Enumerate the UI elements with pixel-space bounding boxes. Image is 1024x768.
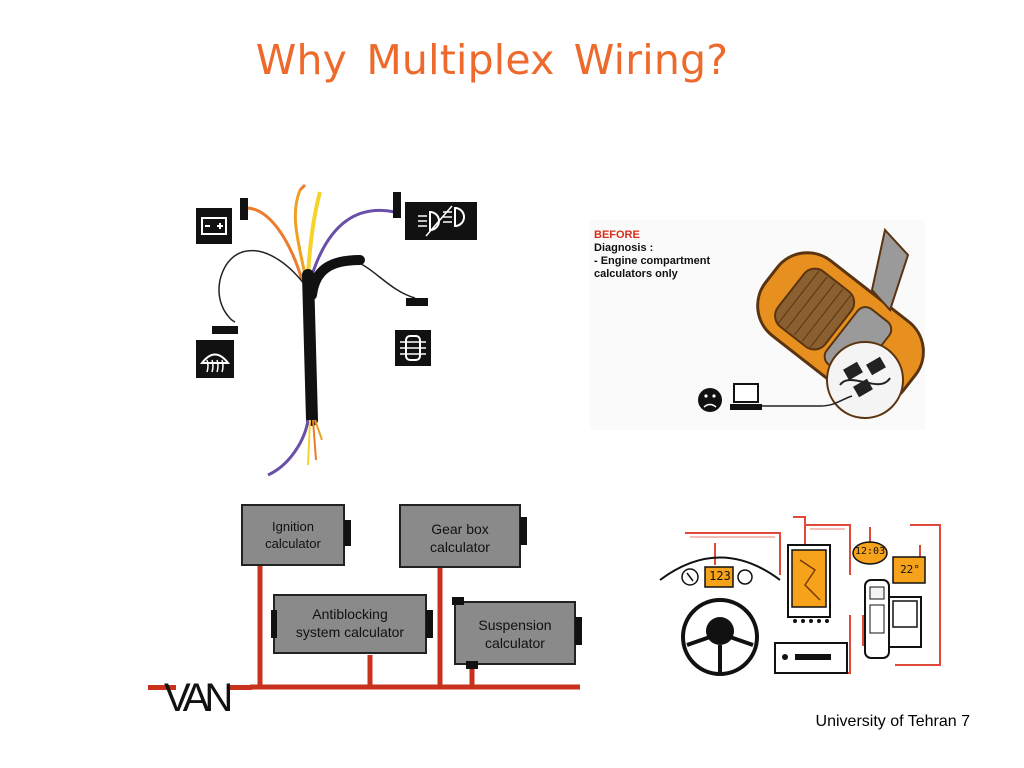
battery-icon [196,208,232,244]
before-heading: BEFORE [594,229,640,241]
page-number: 7 [961,713,970,730]
van-bus-diagram [148,504,582,690]
ignition-calculator-box [241,504,351,566]
footer: University of Tehran 7 [816,713,970,731]
wiring-harness-illustration [196,183,477,477]
before-line-1: Diagnosis : [594,242,654,254]
gearbox-calculator-box [399,504,527,568]
sad-face-icon [698,388,722,412]
suspension-calculator-box [452,597,582,669]
before-line-2: - Engine compartment [594,255,711,267]
phone-icon [864,579,922,659]
before-text-block: BEFORE Diagnosis : - Engine compartment … [594,229,710,281]
rear-defrost-icon [196,340,234,378]
antiblocking-label: Antiblocking system calculator [295,606,405,640]
before-line-3: calculators only [594,268,678,280]
dashboard-illustration [659,516,941,676]
navigation-screen-icon [787,544,831,623]
footer-university: University of Tehran [815,713,957,730]
suspension-label: Suspension calculator [478,617,552,651]
car-door-icon [395,330,431,366]
gearbox-label: Gear box calculator [430,521,490,555]
computer-icon [730,383,762,410]
headlight-icon [405,202,477,240]
car-illustration [698,227,925,419]
antiblocking-calculator-box [271,594,433,654]
temperature-display: 22° [900,563,920,576]
steering-wheel-icon [681,598,759,676]
radio-icon [774,642,848,674]
clock-display: 12:03 [855,546,886,557]
speed-display: 123 [709,569,731,583]
van-bus-label: VAN [164,676,233,720]
ignition-label: Ignition calculator [265,519,321,551]
slide-title: Why Multiplex Wiring? [255,36,729,84]
